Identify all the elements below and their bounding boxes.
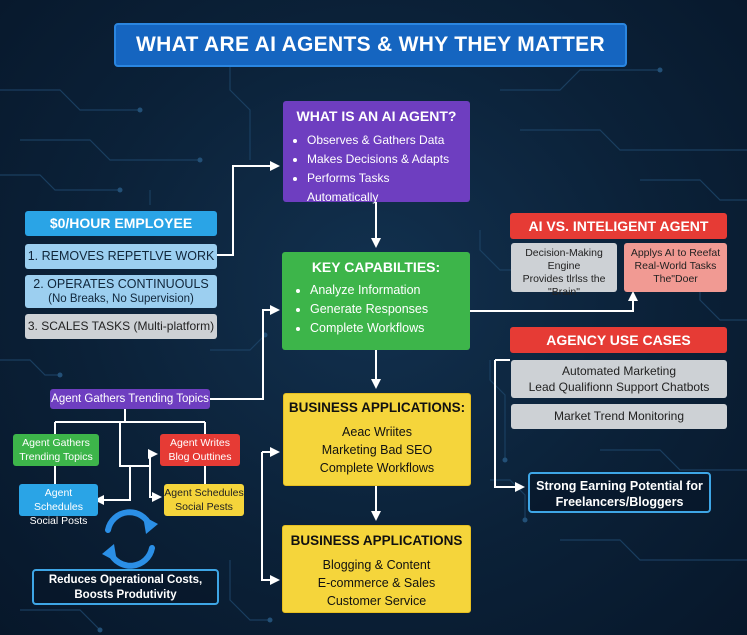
workflow-schedules-right-box: Agent Schedules Social Pests [164,484,244,516]
biz1-item: Marketing Bad SEO [321,443,433,458]
vs-left-line: Decision-Making Engine [525,247,603,272]
use-cases-box-1: Automated Marketing Lead Qualifionn Supp… [511,360,727,398]
biz1-heading: BUSINESS APPLICATIONS: [288,400,466,415]
biz2-item: Customer Service [326,594,427,609]
employee-heading: $0/HOUR EMPLOYEE [25,211,217,236]
what-is-list: Observes & Gathers Data Makes Decisions … [293,131,460,207]
reduces-line: Boosts Produtivity [74,589,177,601]
list-item: Analyze Information [310,281,460,300]
workflow-top-label: Agent Gathers Trending Topics [51,393,209,405]
employee-item-1-label: 1. REMOVES REPETLVE WORK [27,249,215,263]
workflow-line: Agent Schedules [33,487,84,513]
vs-right-line: Real-World Tasks [634,260,717,272]
list-item: Makes Decisions & Adapts [307,150,460,169]
page-title: WHAT ARE AI AGENTS & WHY THEY MATTER [114,23,627,67]
list-item: Complete Workflows [310,319,460,338]
vs-left-line: "Brain" [548,286,580,298]
workflow-schedules-left-box: Agent Schedules Social Posts [19,484,98,527]
vs-left-line: Provides tlrlss the [522,273,606,285]
biz2-heading: BUSINESS APPLICATIONS [290,533,463,548]
earning-line: Freelancers/Bloggers [555,495,684,509]
ai-vs-right-box: Applys AI to Reefat Real-World Tasks The… [624,243,727,292]
employee-item-1: 1. REMOVES REPETLVE WORK [25,244,217,269]
workflow-line: Social Pests [175,501,233,513]
biz1-item: Aeac Wriites [342,425,412,440]
earning-line: Strong Earning Potential for [536,479,703,493]
employee-item-3-label: 3. SCALES TASKS (Multi-platform) [27,319,215,333]
earning-potential-box: Strong Earning Potential for Freelancers… [528,472,711,513]
employee-item-2-label: 2. OPERATES CONTINUOULS [33,277,209,291]
workflow-top-box: Agent Gathers Trending Topics [50,389,210,409]
use-case-line: Lead Qualifionn Support Chatbots [528,380,710,394]
workflow-line: Social Posts [29,515,88,527]
biz1-item: Complete Workflows [319,461,435,476]
vs-right-line: Applys AI to Reefat [630,247,721,259]
vs-right-line: The"Doer [653,273,698,285]
capabilities-list: Analyze Information Generate Responses C… [292,281,460,338]
what-is-heading: WHAT IS AN AI AGENT? [296,108,457,124]
key-capabilities-box: KEY CAPABILTIES: Analyze Information Gen… [282,252,470,350]
workflow-writes-box: Agent Writes Blog Outtines [160,434,240,466]
use-case-line: Automated Marketing [561,364,677,378]
business-applications-box-2: BUSINESS APPLICATIONS Blogging & Content… [282,525,471,613]
reduces-line: Reduces Operational Costs, [48,574,203,586]
employee-item-2-sub: (No Breaks, No Supervision) [48,293,194,305]
agency-use-cases-heading: AGENCY USE CASES [510,327,727,353]
business-applications-box-1: BUSINESS APPLICATIONS: Aeac Wriites Mark… [283,393,471,486]
what-is-ai-agent-box: WHAT IS AN AI AGENT? Observes & Gathers … [283,101,470,204]
ai-vs-agent-heading: AI VS. INTELIGENT AGENT [510,213,727,239]
workflow-line: Agent Schedules [164,487,244,499]
workflow-line: Trending Topics [19,451,93,463]
list-item: Generate Responses [310,300,460,319]
workflow-line: Agent Gathers [22,437,90,449]
use-case-line: Market Trend Monitoring [553,409,685,423]
biz2-item: Blogging & Content [322,558,431,573]
capabilities-heading: KEY CAPABILTIES: [311,259,441,275]
workflow-line: Blog Outtines [168,451,232,463]
list-item: Performs Tasks Automatically [307,169,460,207]
use-cases-box-2: Market Trend Monitoring [511,404,727,429]
employee-item-2: 2. OPERATES CONTINUOULS (No Breaks, No S… [25,275,217,308]
ai-vs-left-box: Decision-Making Engine Provides tlrlss t… [511,243,617,298]
workflow-gathers-box: Agent Gathers Trending Topics [13,434,99,466]
workflow-line: Agent Writes [170,437,230,449]
biz2-item: E-commerce & Sales [317,576,436,591]
list-item: Observes & Gathers Data [307,131,460,150]
employee-item-3: 3. SCALES TASKS (Multi-platform) [25,314,217,339]
reduces-costs-box: Reduces Operational Costs, Boosts Produt… [32,569,219,605]
